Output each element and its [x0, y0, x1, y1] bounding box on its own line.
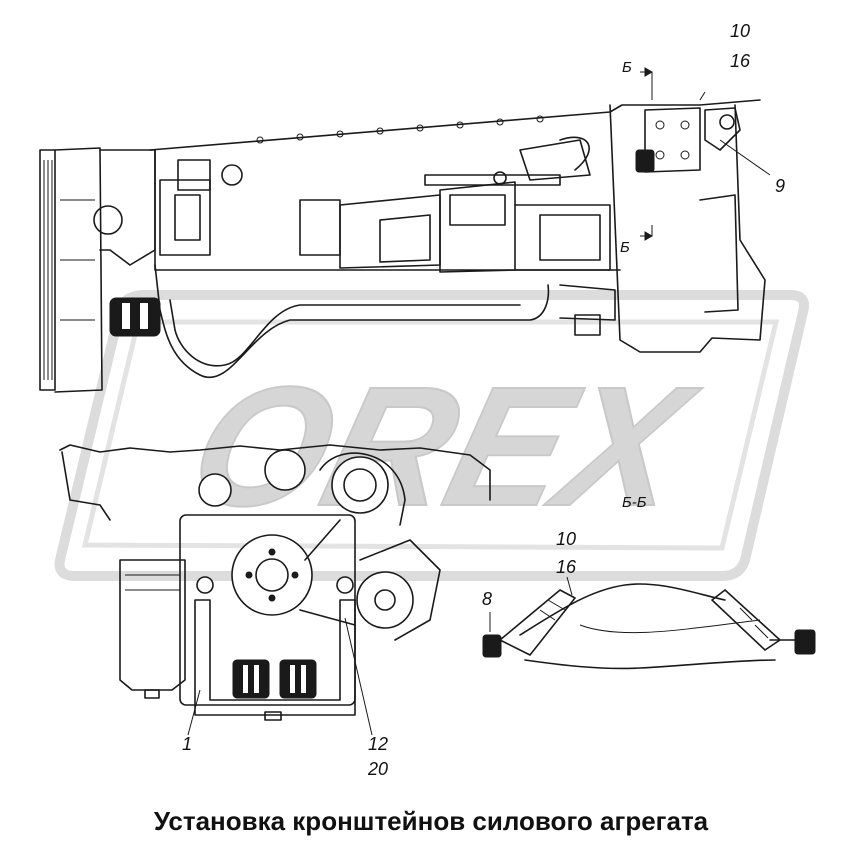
section-label-bb: Б-Б — [622, 494, 647, 511]
callout-9: 9 — [775, 176, 786, 196]
section-arrows — [640, 67, 654, 241]
section-mark-b-top: Б — [622, 59, 632, 76]
watermark-logo: OREX — [54, 290, 810, 581]
callout-16-detail: 16 — [556, 557, 577, 577]
detail-section-bb — [482, 576, 816, 670]
callout-1: 1 — [182, 734, 193, 754]
callout-10-detail: 10 — [556, 529, 577, 549]
top-view-assembly — [39, 91, 771, 393]
callout-20: 20 — [368, 759, 389, 779]
callout-10-top: 10 — [730, 21, 751, 41]
figure-caption: Установка кронштейнов силового агрегата — [153, 806, 709, 836]
callout-12: 12 — [368, 734, 389, 754]
front-view-engine — [59, 444, 491, 736]
callout-8: 8 — [482, 589, 493, 609]
watermark-text: OREX — [174, 351, 712, 541]
callout-16-top: 16 — [730, 51, 751, 71]
section-mark-b-mid: Б — [620, 239, 630, 256]
